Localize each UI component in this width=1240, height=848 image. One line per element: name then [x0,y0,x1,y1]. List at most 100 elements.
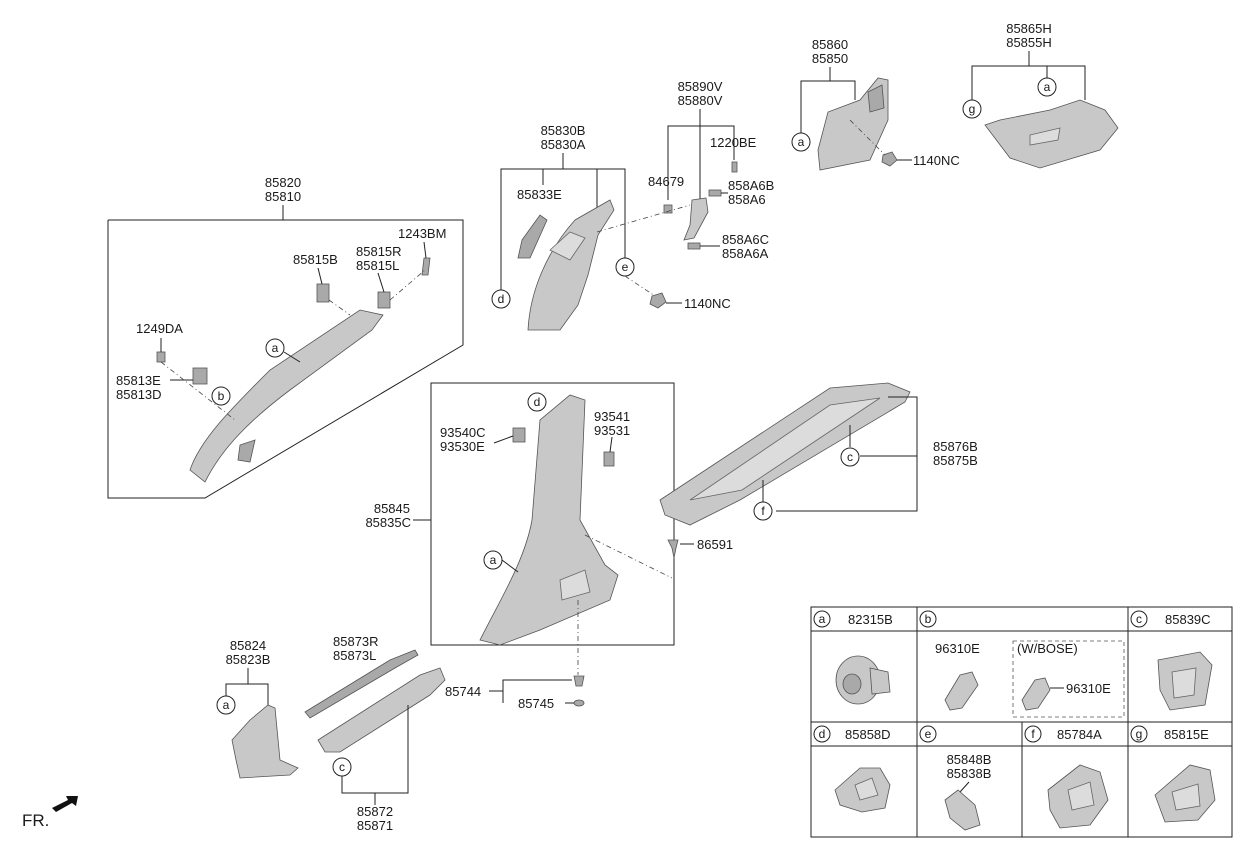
label-85830B: 85830B [541,123,586,138]
svg-text:e: e [925,727,932,741]
svg-text:b: b [925,612,932,626]
callout-a-1 [265,338,285,358]
label-85830A: 85830A [541,137,586,152]
legend-callout-f [1024,725,1042,743]
label-93530E: 93530E [440,439,485,454]
tweeter-96310E [944,671,979,711]
legend-b-bose-title: (W/BOSE) [1017,641,1078,656]
label-85873R: 85873R [333,634,379,649]
legend-c-part: 85839C [1165,612,1211,627]
scuff-plate-group: 85876B 85875B c f [659,382,978,526]
b-pillar-upper-group: 85830B 85830A 85833E d e 85890V 85880V 1… [491,79,774,331]
label-1243BM: 1243BM [398,226,446,241]
legend-callout-a [813,610,831,628]
legend-table: a 82315B b 96310E (W/BOSE) 96310E c 8583… [810,606,1233,838]
label-85833E: 85833E [517,187,562,202]
front-direction-label: FR. [22,811,49,830]
label-85871: 85871 [357,818,393,833]
label-858A6B: 858A6B [728,178,774,193]
callout-b-1 [211,386,231,406]
label-85845: 85845 [374,501,410,516]
c-pillar-group: 85860 85850 a 1140NC 85865H 85855H a g [791,21,1119,171]
svg-text:a: a [1044,80,1051,94]
label-85835C: 85835C [365,515,411,530]
legend-callout-e [919,725,937,743]
bolt-1140NC-upper [881,151,898,167]
legend-d-part: 85858D [845,727,891,742]
callout-d-1 [491,289,511,309]
cowl-side-trim [231,704,299,779]
label-84679: 84679 [648,174,684,189]
svg-text:c: c [339,760,345,774]
label-85876B: 85876B [933,439,978,454]
cap-85848B [944,789,981,831]
rivet-82315B [835,655,891,705]
callout-a-2 [791,132,811,152]
svg-text:f: f [1031,727,1035,741]
legend-g-part: 85815E [1164,727,1209,742]
bolt-1243BM [421,257,431,276]
svg-text:c: c [1136,612,1142,626]
label-85865H: 85865H [1006,21,1052,36]
legend-b-part: 96310E [935,641,980,656]
label-85813D: 85813D [116,387,162,402]
callout-g-1 [962,99,982,119]
a-pillar-group: 85820 85810 1243BM 85815B 85815R 85815L … [107,175,464,499]
svg-text:a: a [490,553,497,567]
legend-e-part2: 85838B [947,766,992,781]
label-1220BE: 1220BE [710,135,757,150]
label-93531: 93531 [594,423,630,438]
b-pillar-upper-trim [527,199,615,331]
legend-a-part: 82315B [848,612,893,627]
svg-text:d: d [819,727,826,741]
label-85873L: 85873L [333,648,376,663]
label-85850: 85850 [812,51,848,66]
tweeter-bose-96310E [1021,677,1051,711]
label-85820: 85820 [265,175,301,190]
callout-f-1 [753,501,773,521]
legend-b-bose-part: 96310E [1066,681,1111,696]
callout-a-5 [216,695,236,715]
label-85880V: 85880V [678,93,723,108]
grab-handle [683,197,709,241]
speaker-grille-93541 [603,451,615,467]
washer-85745 [573,699,585,707]
speaker-grille-93540C [512,427,526,443]
svg-text:g: g [969,102,976,116]
svg-text:b: b [218,389,225,403]
svg-text:d: d [534,395,541,409]
svg-text:a: a [798,135,805,149]
label-85810: 85810 [265,189,301,204]
callout-c-2 [332,757,352,777]
pad-85833E [517,214,548,259]
label-85875B: 85875B [933,453,978,468]
legend-e-part1: 85848B [947,752,992,767]
legend-callout-d [813,725,831,743]
label-85815R: 85815R [356,244,402,259]
label-858A6: 858A6 [728,192,766,207]
label-858A6C: 858A6C [722,232,769,247]
clip-85815R [377,291,391,309]
a-pillar-trim [189,309,384,483]
label-85823B: 85823B [226,652,271,667]
label-85890V: 85890V [678,79,723,94]
svg-text:d: d [498,292,505,306]
svg-text:c: c [847,450,853,464]
svg-text:f: f [761,504,765,518]
svg-text:a: a [223,698,230,712]
a-pillar-group-box [107,219,464,499]
front-scuff-plate [317,667,446,753]
legend-callout-g [1130,725,1148,743]
svg-text:e: e [622,260,629,274]
label-85744: 85744 [445,684,481,699]
screw-1249DA [156,351,166,363]
b-pillar-lower-group: 85845 85835C 93540C 93530E 93541 93531 d… [365,382,733,711]
svg-text:g: g [1136,727,1143,741]
label-85813E: 85813E [116,373,161,388]
front-arrow-icon [52,796,78,812]
label-1140NC-upper: 1140NC [913,153,960,168]
label-93541: 93541 [594,409,630,424]
label-85872: 85872 [357,804,393,819]
label-93540C: 93540C [440,425,486,440]
